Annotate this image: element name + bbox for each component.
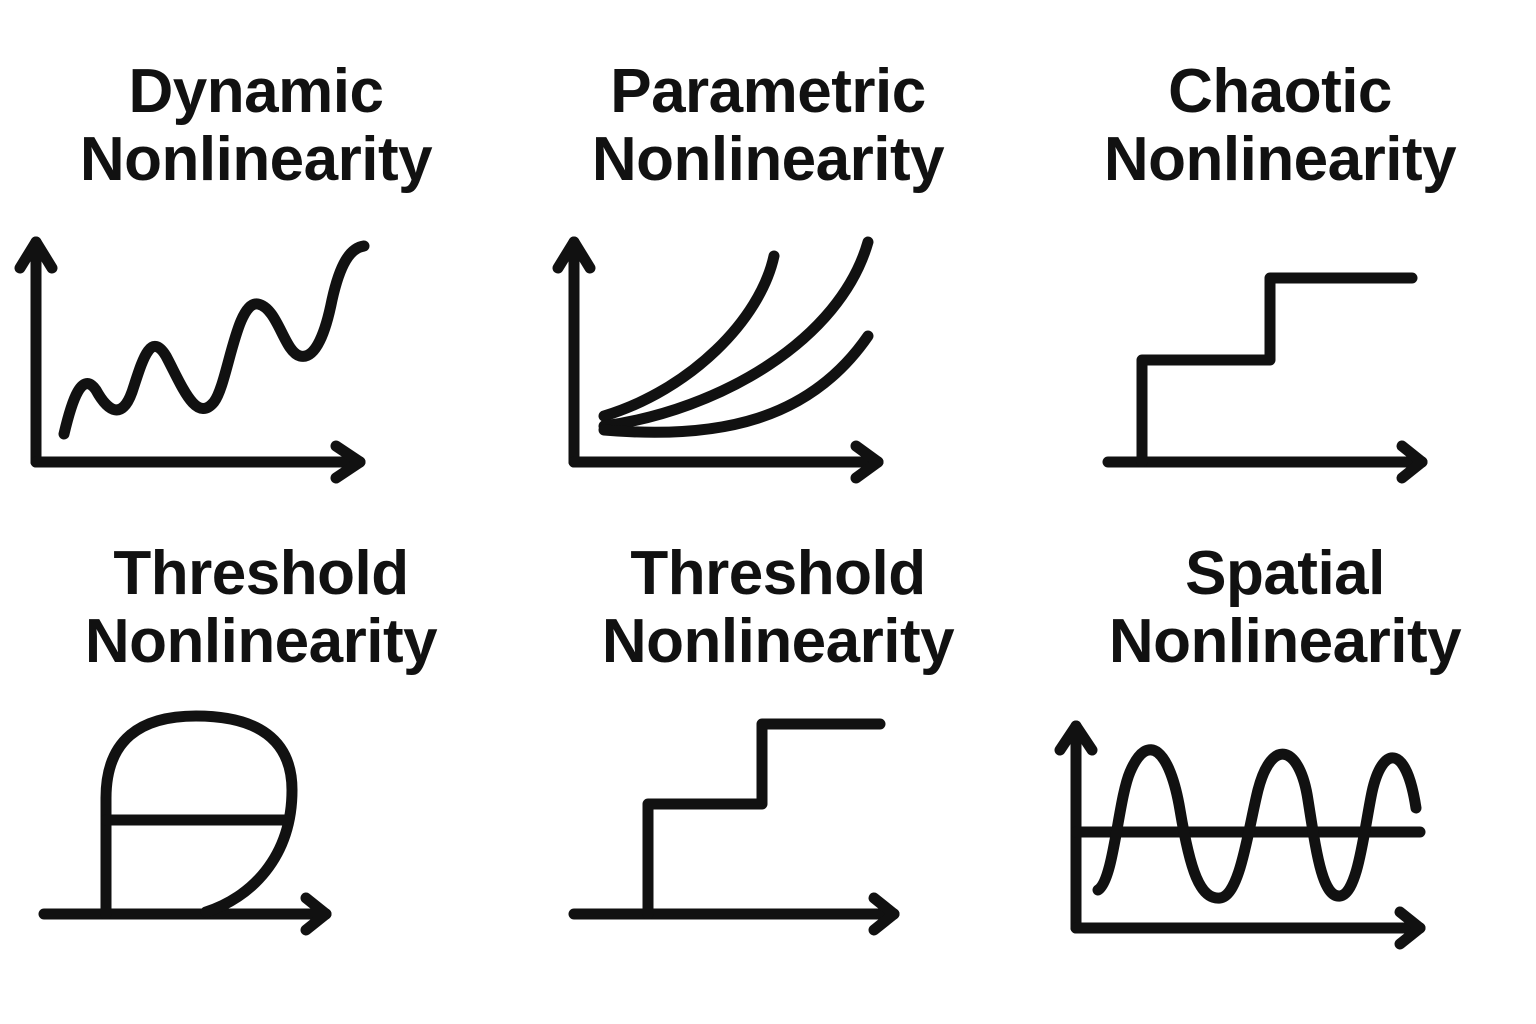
title-line-1: Spatial (1185, 539, 1385, 608)
sine-curve (1092, 744, 1422, 904)
panel-threshold-nonlinearity-loop: Threshold Nonlinearity (0, 512, 512, 992)
step-path (1136, 272, 1418, 468)
title-line-2: Nonlinearity (601, 607, 955, 676)
panel-threshold-nonlinearity-step: Threshold Nonlinearity (512, 512, 1024, 992)
oscillating-growth-curve-icon (14, 236, 370, 484)
y-axis-arrowhead (14, 236, 58, 274)
x-axis-arrowhead (1396, 440, 1428, 484)
ink-group (14, 236, 1428, 950)
loop-outline (100, 710, 298, 920)
curve-steep (598, 250, 780, 422)
title-line-1: Chaotic (1168, 57, 1392, 126)
step-path (642, 718, 886, 920)
title-line-1: Parametric (610, 57, 926, 126)
panel-title: Parametric Nonlinearity (506, 58, 1030, 194)
title-line-1: Threshold (630, 539, 926, 608)
title-line-1: Threshold (113, 539, 409, 608)
curve-medium (598, 236, 874, 432)
curve-shallow (598, 330, 874, 438)
diverging-curves-icon (552, 236, 884, 484)
panel-dynamic-nonlinearity: Dynamic Nonlinearity (0, 0, 512, 480)
panel-parametric-nonlinearity: Parametric Nonlinearity (512, 0, 1024, 480)
y-axis-arrowhead (552, 236, 596, 274)
panel-title: Dynamic Nonlinearity (0, 58, 524, 194)
hysteresis-loop-icon (38, 710, 332, 936)
title-line-2: Nonlinearity (591, 125, 945, 194)
panel-title: Threshold Nonlinearity (0, 540, 522, 676)
title-line-2: Nonlinearity (84, 607, 438, 676)
panel-title: Spatial Nonlinearity (1014, 540, 1536, 676)
title-line-1: Dynamic (128, 57, 384, 126)
panel-title: Threshold Nonlinearity (502, 540, 1054, 676)
staircase-step-icon (568, 718, 900, 936)
sine-wave-icon (1054, 720, 1426, 950)
panel-title: Chaotic Nonlinearity (1014, 58, 1536, 194)
panel-spatial-nonlinearity: Spatial Nonlinearity (1024, 512, 1536, 992)
y-axis-arrowhead (1054, 720, 1098, 756)
title-line-2: Nonlinearity (1108, 607, 1462, 676)
staircase-step-icon (1102, 272, 1428, 484)
x-axis-arrowhead (868, 892, 900, 936)
x-axis-arrowhead (330, 440, 366, 484)
x-axis-arrowhead (1394, 906, 1426, 950)
x-axis-arrowhead (300, 892, 332, 936)
wave-curve (58, 240, 370, 440)
panel-chaotic-nonlinearity: Chaotic Nonlinearity (1024, 0, 1536, 480)
title-line-2: Nonlinearity (1103, 125, 1457, 194)
title-line-2: Nonlinearity (79, 125, 433, 194)
x-axis-arrowhead (850, 440, 884, 484)
